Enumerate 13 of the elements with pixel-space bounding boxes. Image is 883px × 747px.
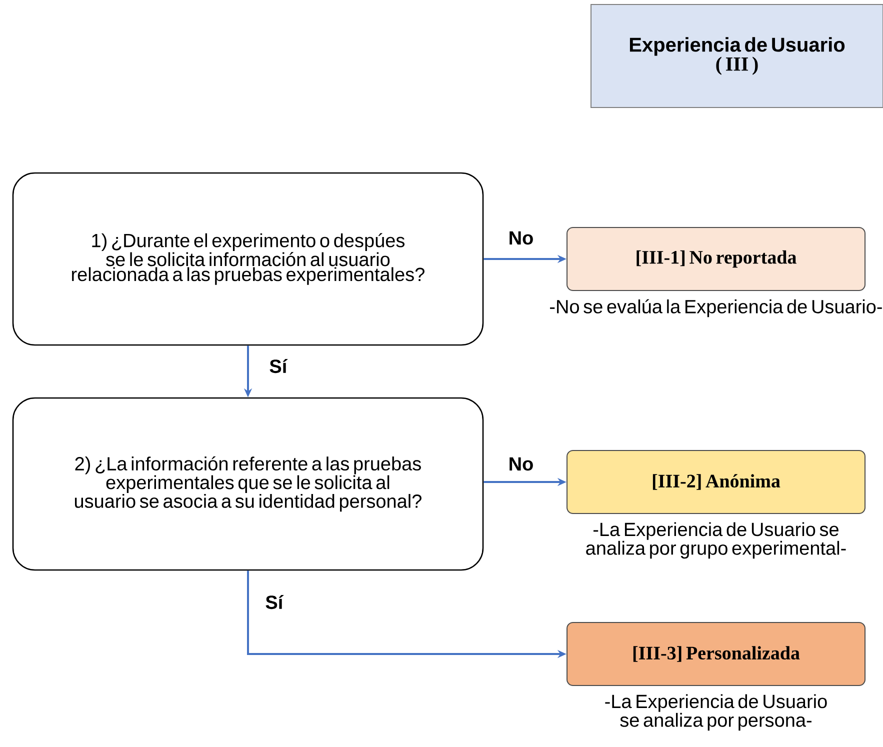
edge-label: No [510, 231, 533, 245]
edge-label: No [510, 457, 533, 471]
title-box: Experiencia de Usuario ( III ) [590, 4, 883, 108]
result-box: [III-3] Personalizada [566, 622, 866, 686]
question-box: 1) ¿Durante el experimento o despúes se le solicita información al usuario relacionada a las pruebas experimentales? [12, 172, 484, 346]
result-note: -La Experiencia de Usuario se analiza por grupo experimental- [586, 522, 846, 559]
edge-label: Sí [266, 594, 284, 610]
result-box: [III-2] Anónima [566, 450, 866, 514]
result-box: [III-1] No reportada [566, 227, 866, 291]
result-note: -No se evalúa la Experiencia de Usuario- [550, 299, 882, 318]
question-box: 2) ¿La información referente a las pruebas experimentales que se le solicita al usuario se asocia a su identidad personal? [12, 397, 484, 571]
result-note: -La Experiencia de Usuario se analiza por persona- [605, 694, 827, 731]
edge-label: Sí [270, 358, 288, 374]
